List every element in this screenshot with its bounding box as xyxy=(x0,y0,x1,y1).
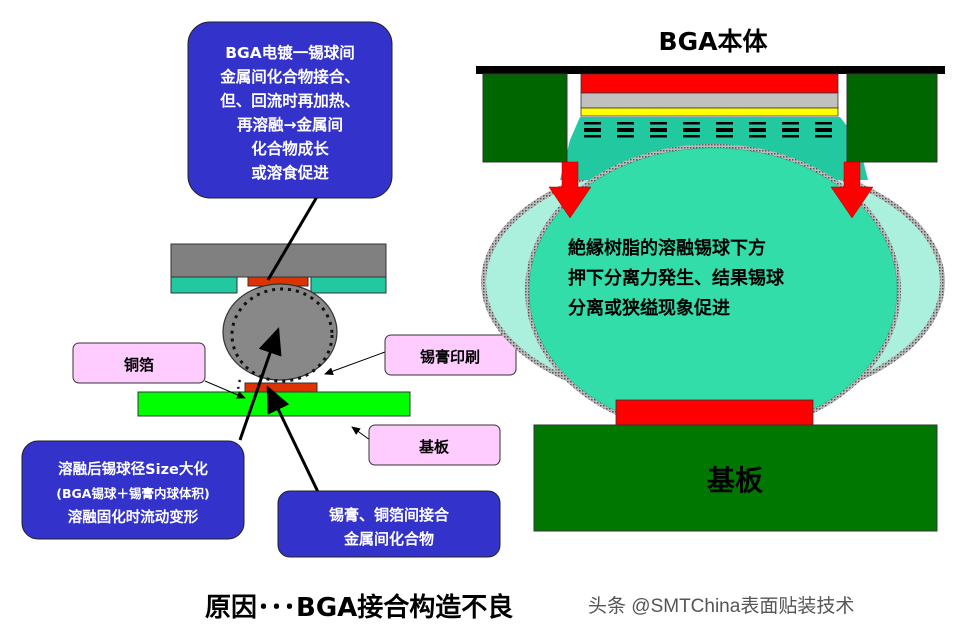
bga-top-bar xyxy=(476,66,945,74)
solder-mask-left xyxy=(170,276,238,294)
green-block-right xyxy=(846,73,938,163)
label-solder-paste-print: 锡膏印刷 xyxy=(384,334,517,376)
bottom-red-pad xyxy=(615,399,814,426)
down-arrow-left-icon xyxy=(548,161,592,219)
callout-line: 金属间化合物接合、 xyxy=(219,67,360,86)
label-substrate-small: 基板 xyxy=(368,424,501,466)
imc-dashes xyxy=(584,122,832,138)
description-line: 押下分离力発生、结果锡球 xyxy=(568,267,785,289)
substrate-large-label: 基板 xyxy=(707,464,763,497)
dotted-ball-outline xyxy=(230,287,334,383)
svg-text:基板: 基板 xyxy=(418,438,450,456)
right-cross-section: 絶縁树脂的溶融锡球下方 押下分离力発生、结果锡球 分离或狭缢现象促进 基板 xyxy=(476,66,945,532)
callout-line: 再溶融→金属间 xyxy=(237,115,343,134)
callout-line: 化合物成长 xyxy=(251,139,329,158)
solder-mask-right xyxy=(310,276,387,294)
svg-text:锡膏、铜箔间接合: 锡膏、铜箔间接合 xyxy=(329,506,450,524)
green-block-left xyxy=(482,73,568,163)
cause-title: 原因･･･BGA接合构造不良 xyxy=(205,592,513,623)
callout-line: 但、回流时再加热、 xyxy=(219,91,360,110)
leader-lines xyxy=(204,194,386,493)
red-layer xyxy=(580,73,839,94)
down-arrow-right-icon xyxy=(830,161,874,219)
callout-line: 或溶食促进 xyxy=(251,163,329,182)
svg-text:锡膏印刷: 锡膏印刷 xyxy=(420,348,480,366)
svg-text:金属间化合物: 金属间化合物 xyxy=(343,530,434,548)
callout-bga-plating-imc: BGA电镀一锡球间 金属间化合物接合、 但、回流时再加热、 再溶融→金属间 化合… xyxy=(187,21,393,199)
svg-text:铜箔: 铜箔 xyxy=(124,356,154,374)
bga-body-title: BGA本体 xyxy=(659,27,769,56)
svg-text:溶融固化时流动变形: 溶融固化时流动变形 xyxy=(68,508,199,526)
description-line: 分离或狭缢现象促进 xyxy=(568,297,730,319)
gray-layer xyxy=(580,92,839,109)
callout-line: BGA电镀一锡球间 xyxy=(225,43,355,62)
description-line: 絶縁树脂的溶融锡球下方 xyxy=(568,237,766,259)
label-copper-foil: 铜箔 xyxy=(72,342,206,384)
substrate-large xyxy=(533,424,938,532)
callout-paste-copper-imc: 锡膏、铜箔间接合 金属间化合物 xyxy=(277,490,501,558)
yellow-layer xyxy=(580,107,839,117)
watermark: 头条 @SMTChina表面贴装技术 xyxy=(588,595,854,617)
svg-text:(BGA锡球＋锡膏内球体积): (BGA锡球＋锡膏内球体积) xyxy=(56,486,209,501)
callout-ball-size-enlarged: 溶融后锡球径Size大化 (BGA锡球＋锡膏内球体积) 溶融固化时流动变形 xyxy=(21,440,245,540)
left-cross-section xyxy=(137,243,411,417)
substrate-board xyxy=(137,391,411,417)
svg-text:溶融后锡球径Size大化: 溶融后锡球径Size大化 xyxy=(58,460,208,478)
